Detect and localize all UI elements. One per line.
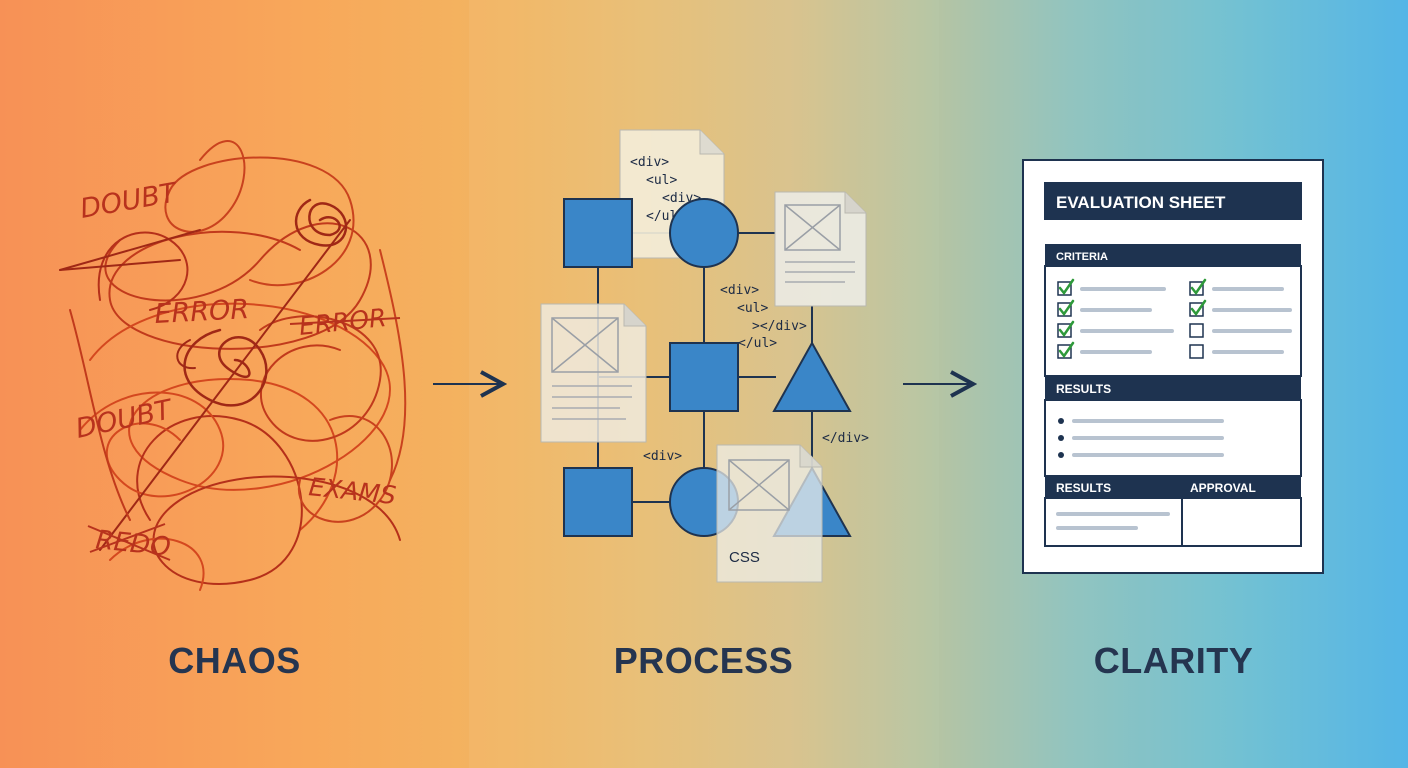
sheet-section-results-footer: RESULTS xyxy=(1056,481,1111,495)
label-process: PROCESS xyxy=(469,640,938,682)
chaos-word-doubt-1: DOUBT xyxy=(78,177,181,225)
checkbox-empty-icon xyxy=(1190,324,1203,337)
sheet-section-approval: APPROVAL xyxy=(1190,481,1256,495)
blue-square-node xyxy=(564,199,632,267)
chaos-word-error-1: ERROR xyxy=(154,294,250,330)
image-document-icon xyxy=(775,192,866,306)
code-snippet: <ul> xyxy=(737,301,768,316)
chaos-word-doubt-2: DOUBT xyxy=(73,394,177,445)
blue-circle-node xyxy=(670,199,738,267)
blue-square-node xyxy=(670,343,738,411)
code-snippet: <div> xyxy=(720,283,759,298)
code-snippet: </div> xyxy=(822,431,869,446)
sheet-title: EVALUATION SHEET xyxy=(1056,193,1226,212)
label-clarity: CLARITY xyxy=(939,640,1408,682)
css-label: CSS xyxy=(729,549,760,566)
image-document-icon xyxy=(541,304,646,442)
blue-square-node xyxy=(564,468,632,536)
blue-triangle-node xyxy=(774,343,850,411)
code-snippet: <div> xyxy=(643,449,682,464)
chaos-word-exams: EXAMS xyxy=(307,472,397,510)
code-snippet: </ul> xyxy=(738,336,777,351)
label-chaos: CHAOS xyxy=(0,640,469,682)
code-snippet: <ul> xyxy=(646,173,677,188)
evaluation-sheet xyxy=(1023,160,1323,573)
code-snippet: ></div> xyxy=(752,319,807,334)
sheet-section-results: RESULTS xyxy=(1056,382,1111,396)
checkbox-empty-icon xyxy=(1190,345,1203,358)
sheet-section-criteria: CRITERIA xyxy=(1056,251,1108,263)
code-snippet: <div> xyxy=(630,155,669,170)
